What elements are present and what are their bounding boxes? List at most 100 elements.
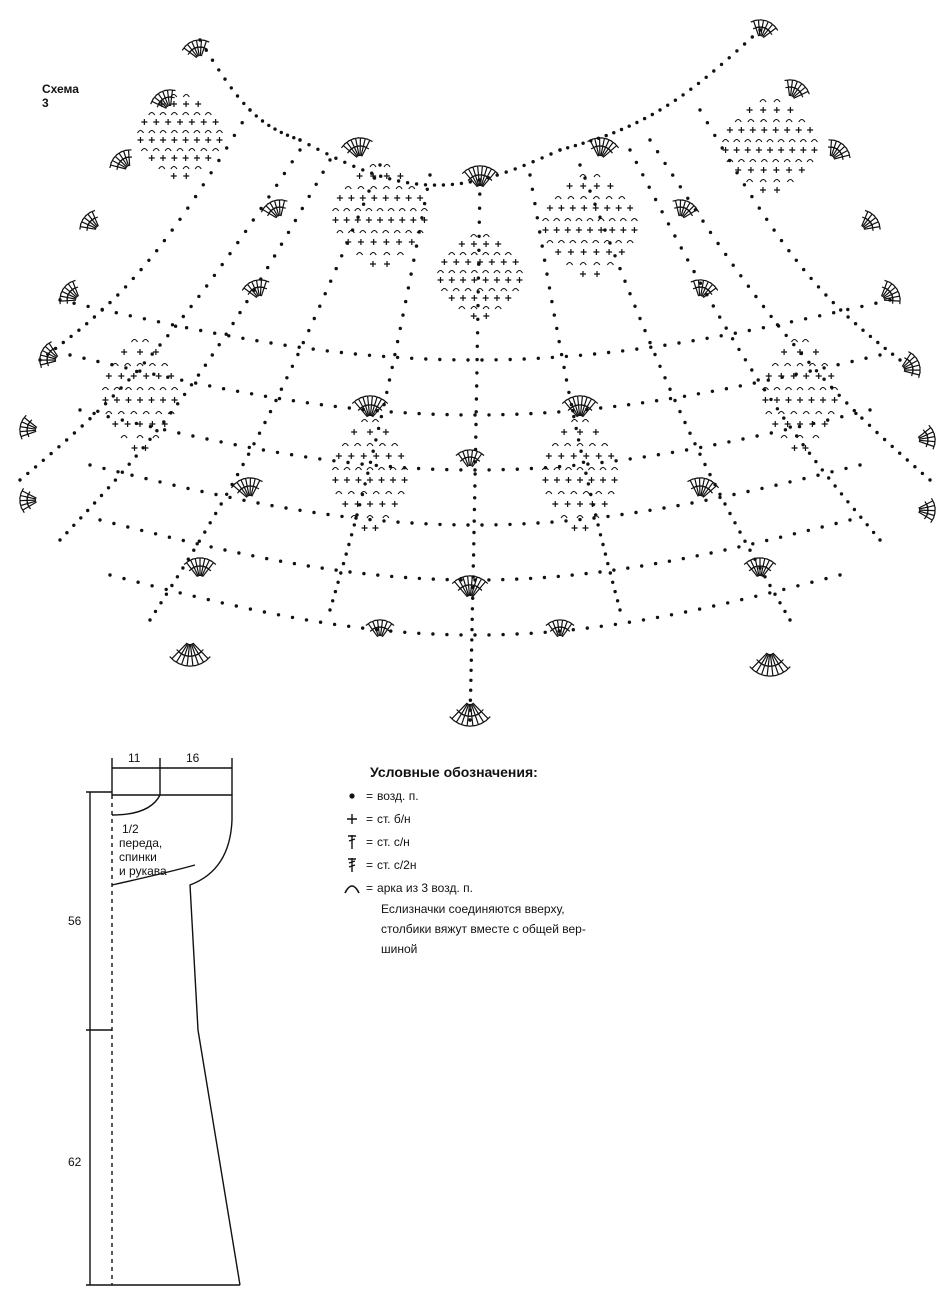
chart-stitch-mark (611, 580, 615, 584)
chart-stitch-mark (182, 93, 190, 98)
chart-stitch-mark (482, 305, 490, 310)
chart-stitch-mark (178, 217, 182, 221)
chart-stitch-mark (318, 304, 322, 308)
chart-stitch-mark (598, 227, 605, 233)
chart-stitch-mark (339, 571, 343, 575)
chart-stitch-mark (355, 466, 362, 471)
chart-stitch-mark (819, 386, 827, 391)
chart-stitch-mark (641, 618, 646, 622)
chart-stitch-mark (754, 594, 758, 598)
chart-stitch-mark (570, 453, 577, 459)
chart-stitch-mark (655, 615, 660, 620)
chart-stitch-mark (660, 210, 664, 214)
chart-stitch-mark (205, 284, 209, 288)
chart-stitch-mark (592, 239, 600, 244)
chart-stitch-mark (557, 490, 565, 495)
chart-stitch-mark (482, 295, 489, 301)
chart-stitch-mark (96, 359, 100, 364)
chart-stitch-mark (795, 127, 802, 133)
chart-stitch-mark (470, 269, 478, 274)
chart-stitch-mark (183, 101, 190, 107)
chart-stitch-mark (913, 465, 917, 469)
chart-stitch-mark (152, 147, 160, 152)
legend-item: =ст. б/н (338, 811, 638, 827)
chart-stitch-mark (197, 294, 201, 299)
chart-stitch-mark (473, 468, 477, 472)
chart-stitch-mark (576, 438, 581, 442)
chart-stitch-mark (658, 364, 662, 368)
chart-stitch-mark (382, 519, 386, 523)
chart-stitch-mark (391, 442, 399, 447)
chart-stitch-mark (684, 448, 689, 452)
legend-item-text: ст. б/н (377, 812, 411, 826)
chart-stitch-mark (762, 560, 777, 578)
chart-stitch-mark (564, 227, 571, 233)
chart-stitch-mark (341, 442, 349, 447)
chart-stitch-mark (205, 437, 209, 441)
chart-stitch-mark (393, 352, 397, 357)
chart-stitch-mark (477, 248, 481, 252)
chart-stitch-mark (160, 137, 167, 143)
chart-stitch-mark (555, 326, 559, 331)
chart-stitch-mark (341, 561, 346, 566)
chart-stitch-mark (259, 206, 263, 211)
chart-stitch-mark (642, 116, 647, 121)
chart-stitch-mark (140, 528, 144, 533)
chart-stitch-mark (769, 431, 773, 435)
chart-stitch-mark (864, 356, 868, 360)
chart-stitch-mark (153, 532, 158, 536)
chart-stitch-mark (475, 371, 479, 375)
chart-stitch-mark (33, 465, 38, 469)
chart-stitch-mark (698, 108, 702, 112)
chart-stitch-mark (88, 463, 92, 467)
chart-stitch-mark (494, 305, 502, 310)
chart-stitch-mark (752, 381, 756, 385)
chart-stitch-mark (188, 147, 196, 152)
chart-stitch-mark (578, 163, 582, 167)
chart-stitch-mark (408, 185, 416, 190)
chart-stitch-mark (188, 119, 195, 125)
chart-stitch-mark (231, 321, 235, 326)
chart-stitch-mark (477, 220, 481, 224)
chart-stitch-mark (737, 158, 745, 163)
chart-stitch-mark (321, 170, 325, 174)
chart-stitch-mark (772, 228, 776, 232)
chart-stitch-mark (749, 127, 756, 133)
chart-stitch-mark (131, 276, 135, 281)
chart-stitch-mark (513, 167, 517, 171)
chart-stitch-mark (775, 323, 780, 327)
chart-stitch-mark (217, 343, 221, 347)
chart-stitch-mark (802, 267, 806, 272)
chart-stitch-mark (127, 378, 131, 382)
dim-side-lower: 62 (68, 1155, 82, 1169)
chart-stitch-mark (137, 421, 143, 427)
chart-stitch-mark (142, 445, 149, 451)
chart-stitch-mark (260, 119, 265, 123)
chart-stitch-mark (883, 346, 887, 351)
chart-stitch-mark (777, 410, 785, 415)
chart-stitch-mark (410, 521, 414, 525)
chart-stitch-mark (812, 349, 819, 355)
chart-stitch-mark (648, 508, 652, 512)
chart-stitch-mark (371, 449, 375, 453)
chart-stitch-mark (184, 326, 189, 330)
chart-stitch-mark (602, 143, 620, 158)
chart-stitch-mark (118, 373, 125, 379)
chart-stitch-mark (475, 344, 479, 348)
chart-stitch-mark (516, 277, 523, 283)
chart-stitch-mark (352, 164, 356, 168)
chart-stitch-mark (547, 286, 552, 290)
chart-stitch-mark (246, 452, 251, 456)
chart-stitch-mark (746, 284, 751, 288)
chart-stitch-mark (148, 362, 156, 367)
chart-stitch-mark (487, 633, 491, 637)
chart-stitch-mark (831, 300, 835, 305)
chart-stitch-mark (724, 252, 728, 257)
chart-stitch-mark (556, 574, 560, 579)
chart-stitch-mark (606, 249, 613, 255)
chart-stitch-mark (586, 217, 594, 222)
chart-stitch-mark (699, 445, 703, 450)
chart-stitch-mark (395, 339, 400, 344)
chart-stitch-mark (505, 295, 512, 301)
chart-stitch-mark (339, 350, 344, 355)
